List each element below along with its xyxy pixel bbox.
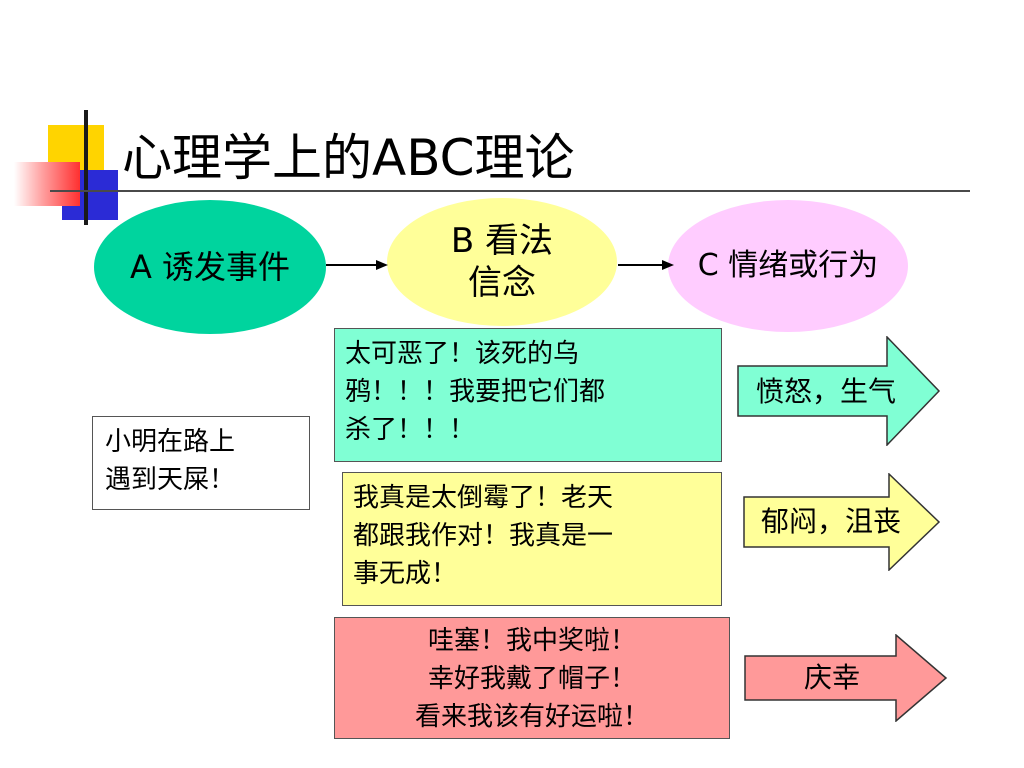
belief-2-line1: 我真是太倒霉了！老天 xyxy=(353,483,614,513)
belief-box-3: 哇塞！我中奖啦！ 幸好我戴了帽子！ 看来我该有好运啦！ xyxy=(334,617,730,739)
ellipse-c-label: C 情绪或行为 xyxy=(697,248,879,284)
ellipse-c-consequence: C 情绪或行为 xyxy=(668,200,908,332)
title-underline xyxy=(50,190,970,192)
ellipse-b-label-line1: B 看法 xyxy=(450,220,554,261)
belief-3-line1: 哇塞！我中奖啦！ xyxy=(427,626,636,656)
belief-1-line1: 太可恶了！该死的乌 xyxy=(345,339,580,369)
consequence-arrow-2: 郁闷，沮丧 xyxy=(743,473,941,571)
belief-1-line2: 鸦！！！我要把它们都 xyxy=(345,377,606,407)
arrow-a-to-b-icon xyxy=(326,260,388,270)
block-arrow-3-icon xyxy=(744,634,948,722)
slide-title: 心理学上的ABC理论 xyxy=(122,129,575,187)
belief-1-line3: 杀了！！！ xyxy=(345,415,476,445)
arrow-b-to-c-icon xyxy=(618,260,674,270)
ellipse-b-belief: B 看法 信念 xyxy=(387,198,617,326)
consequence-1-label: 愤怒，生气 xyxy=(755,375,896,408)
belief-2-line3: 事无成！ xyxy=(353,559,458,589)
event-box: 小明在路上 遇到天屎！ xyxy=(92,416,310,510)
consequence-3-label: 庆幸 xyxy=(803,661,860,694)
belief-3-line2: 幸好我戴了帽子！ xyxy=(427,664,636,694)
belief-box-1: 太可恶了！该死的乌 鸦！！！我要把它们都 杀了！！！ xyxy=(334,328,722,462)
block-arrow-1-icon xyxy=(737,336,941,446)
consequence-2-label: 郁闷，沮丧 xyxy=(760,505,901,538)
decor-red-gradient-square xyxy=(14,162,80,206)
ellipse-a-activating-event: A 诱发事件 xyxy=(94,200,326,334)
ellipse-b-label-line2: 信念 xyxy=(467,263,536,303)
block-arrow-2-icon xyxy=(743,473,941,571)
belief-2-line2: 都跟我作对！我真是一 xyxy=(353,521,614,551)
belief-3-line3: 看来我该有好运啦！ xyxy=(414,702,649,732)
belief-box-2: 我真是太倒霉了！老天 都跟我作对！我真是一 事无成！ xyxy=(342,472,722,606)
ellipse-a-label: A 诱发事件 xyxy=(129,248,291,286)
decor-vertical-line xyxy=(84,110,88,225)
event-line1: 小明在路上 xyxy=(105,427,236,457)
consequence-arrow-3: 庆幸 xyxy=(744,634,948,722)
event-line2: 遇到天屎！ xyxy=(105,465,236,495)
consequence-arrow-1: 愤怒，生气 xyxy=(737,336,941,446)
